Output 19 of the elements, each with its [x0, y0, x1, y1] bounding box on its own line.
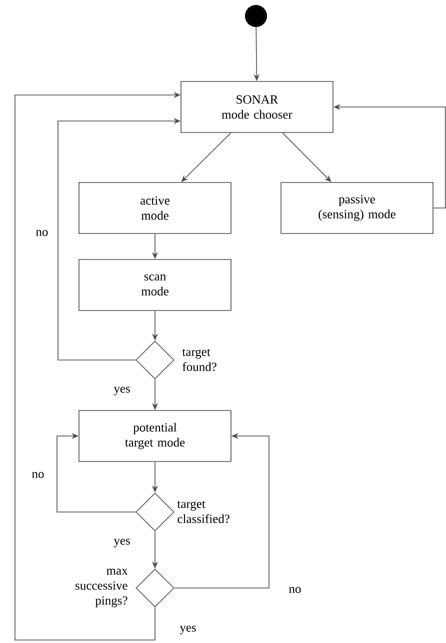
process-box: SONAR mode chooser	[180, 81, 334, 133]
edge-label: yes	[178, 624, 198, 636]
decision-label: max successive pings?	[76, 568, 128, 608]
decision-diamond	[136, 340, 174, 380]
edge-label: no	[34, 229, 50, 237]
start-dot	[245, 5, 267, 27]
process-box: passive (sensing) mode	[280, 182, 434, 234]
arrow	[56, 432, 136, 512]
process-box: scan mode	[78, 259, 232, 311]
edge-label: yes	[112, 386, 132, 396]
decision-label: target found?	[182, 348, 216, 372]
process-box: active mode	[78, 182, 232, 234]
decision-diamond	[136, 568, 174, 608]
decision-diamond	[136, 492, 174, 532]
decision-label: target classified?	[177, 500, 230, 524]
edge-label: yes	[112, 538, 132, 548]
edge-label: no	[30, 471, 46, 479]
edge-label: no	[288, 586, 302, 594]
process-box: potential target mode	[78, 410, 232, 462]
